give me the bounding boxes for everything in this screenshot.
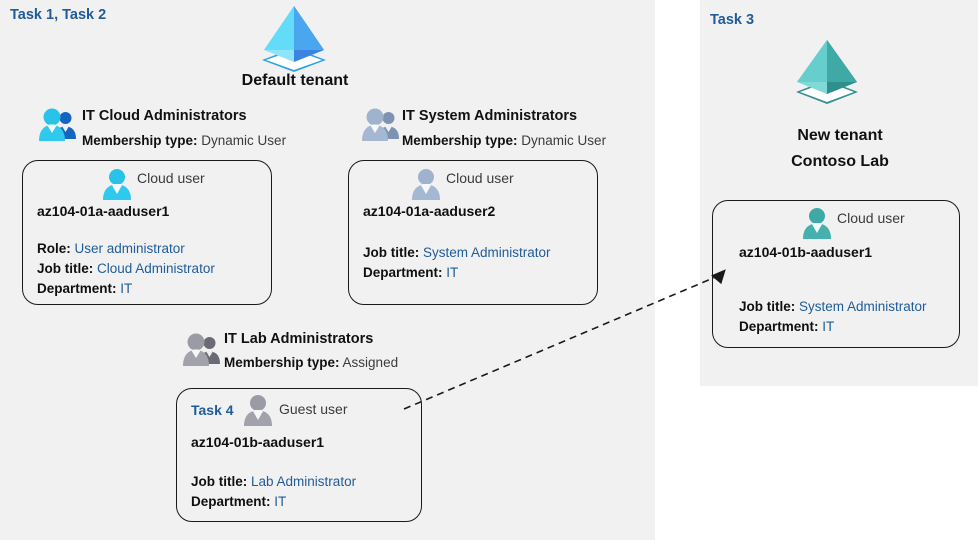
task-label-1-2: Task 1, Task 2 (10, 7, 107, 23)
membership-label: Membership type: (82, 133, 198, 148)
card-attr-job-title: Job title: System Administrator (363, 245, 551, 260)
card-attr-department: Department: IT (363, 265, 458, 280)
card-username: az104-01b-aaduser1 (739, 244, 873, 260)
attr-label: Department: (739, 319, 819, 334)
card-user-type: Cloud user (446, 170, 514, 186)
group-title-it-cloud-administrators: IT Cloud Administrators (82, 108, 247, 124)
attr-value: System Administrator (423, 245, 551, 260)
card-attr-job-title: Job title: Lab Administrator (191, 474, 356, 489)
new-tenant-title-line2: Contoso Lab (791, 153, 889, 170)
card-user-type: Guest user (279, 401, 348, 417)
attr-value: User administrator (74, 241, 185, 256)
membership-value: Dynamic User (201, 133, 287, 148)
attr-label: Department: (363, 265, 443, 280)
attr-value: Cloud Administrator (97, 261, 215, 276)
group-title-it-lab-administrators: IT Lab Administrators (224, 331, 374, 347)
cloud-user-teal-icon (802, 207, 832, 239)
group-users-cyan-icon (38, 107, 78, 145)
guest-user-gray-icon (243, 394, 273, 426)
attr-label: Department: (191, 494, 271, 509)
task-label-3: Task 3 (710, 12, 755, 28)
card-attr-role: Role: User administrator (37, 241, 185, 256)
attr-value: IT (446, 265, 459, 280)
card-task-label: Task 4 (191, 402, 234, 418)
attr-value: IT (274, 494, 287, 509)
default-tenant-title: Default tenant (241, 72, 349, 89)
card-attr-department: Department: IT (739, 319, 834, 334)
card-az104-01b-aaduser1[interactable]: Cloud user az104-01b-aaduser1 Job title:… (712, 200, 960, 348)
new-tenant-icon (792, 38, 862, 104)
card-attr-job-title: Job title: System Administrator (739, 299, 927, 314)
attr-label: Job title: (37, 261, 94, 276)
group-title-it-system-administrators: IT System Administrators (402, 108, 578, 124)
group-users-gray-icon (182, 332, 222, 370)
membership-value: Assigned (342, 355, 399, 370)
card-az104-01a-aaduser2[interactable]: Cloud user az104-01a-aaduser2 Job title:… (348, 160, 598, 305)
attr-value: IT (822, 319, 835, 334)
group-membership-it-cloud-administrators: Membership type: Dynamic User (82, 133, 286, 148)
attr-label: Job title: (191, 474, 248, 489)
membership-label: Membership type: (402, 133, 518, 148)
new-tenant-title-line1: New tenant (797, 127, 883, 144)
card-username: az104-01b-aaduser1 (191, 434, 325, 450)
cloud-user-steel-icon (411, 168, 441, 200)
group-membership-it-system-administrators: Membership type: Dynamic User (402, 133, 606, 148)
membership-value: Dynamic User (521, 133, 607, 148)
attr-label: Department: (37, 281, 117, 296)
group-users-steel-icon (361, 107, 401, 145)
card-az104-01a-aaduser1[interactable]: Cloud user az104-01a-aaduser1 Role: User… (22, 160, 272, 305)
cloud-user-cyan-icon (102, 168, 132, 200)
attr-label: Job title: (739, 299, 796, 314)
attr-value: IT (120, 281, 133, 296)
card-attr-department: Department: IT (191, 494, 286, 509)
attr-value: Lab Administrator (251, 474, 357, 489)
card-user-type: Cloud user (837, 210, 905, 226)
card-guest-az104-01b-aaduser1[interactable]: Task 4 Guest user az104-01b-aaduser1 Job… (176, 388, 422, 522)
card-attr-department: Department: IT (37, 281, 132, 296)
default-tenant-icon (258, 4, 330, 72)
attr-value: System Administrator (799, 299, 927, 314)
card-username: az104-01a-aaduser1 (37, 203, 170, 219)
membership-label: Membership type: (224, 355, 340, 370)
attr-label: Job title: (363, 245, 420, 260)
card-user-type: Cloud user (137, 170, 205, 186)
card-username: az104-01a-aaduser2 (363, 203, 496, 219)
card-attr-job-title: Job title: Cloud Administrator (37, 261, 215, 276)
group-membership-it-lab-administrators: Membership type: Assigned (224, 355, 398, 370)
attr-label: Role: (37, 241, 71, 256)
